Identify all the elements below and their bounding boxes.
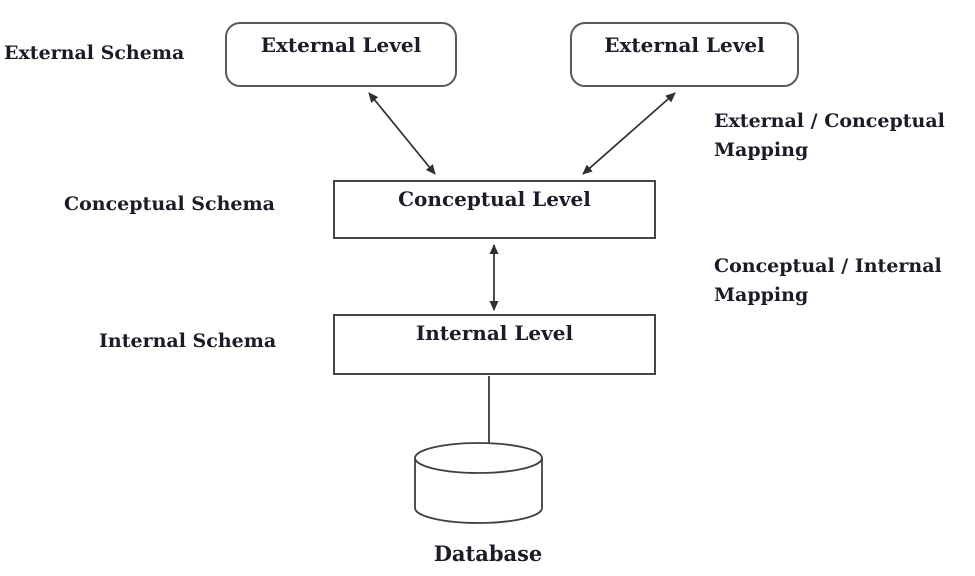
arrow-external2-conceptual [582,92,676,175]
external-level-1-box: External Level [225,22,457,87]
internal-schema-label: Internal Schema [99,330,277,352]
external-conceptual-mapping-label: External / Conceptual Mapping [714,110,945,161]
database-cylinder-icon [414,442,543,524]
conceptual-level-label: Conceptual Level [398,187,591,211]
internal-level-label: Internal Level [415,321,574,345]
database-label: Database [433,541,543,566]
conceptual-internal-mapping-label: Conceptual / Internal Mapping [714,255,942,306]
external-level-2-label: External Level [604,33,765,57]
conceptual-schema-label: Conceptual Schema [64,193,275,215]
external-level-1-label: External Level [260,33,422,57]
external-level-2-box: External Level [570,22,799,87]
internal-level-box: Internal Level [333,314,656,375]
conceptual-level-box: Conceptual Level [333,180,656,239]
external-schema-label: External Schema [4,42,185,64]
arrow-external1-conceptual [368,92,436,175]
